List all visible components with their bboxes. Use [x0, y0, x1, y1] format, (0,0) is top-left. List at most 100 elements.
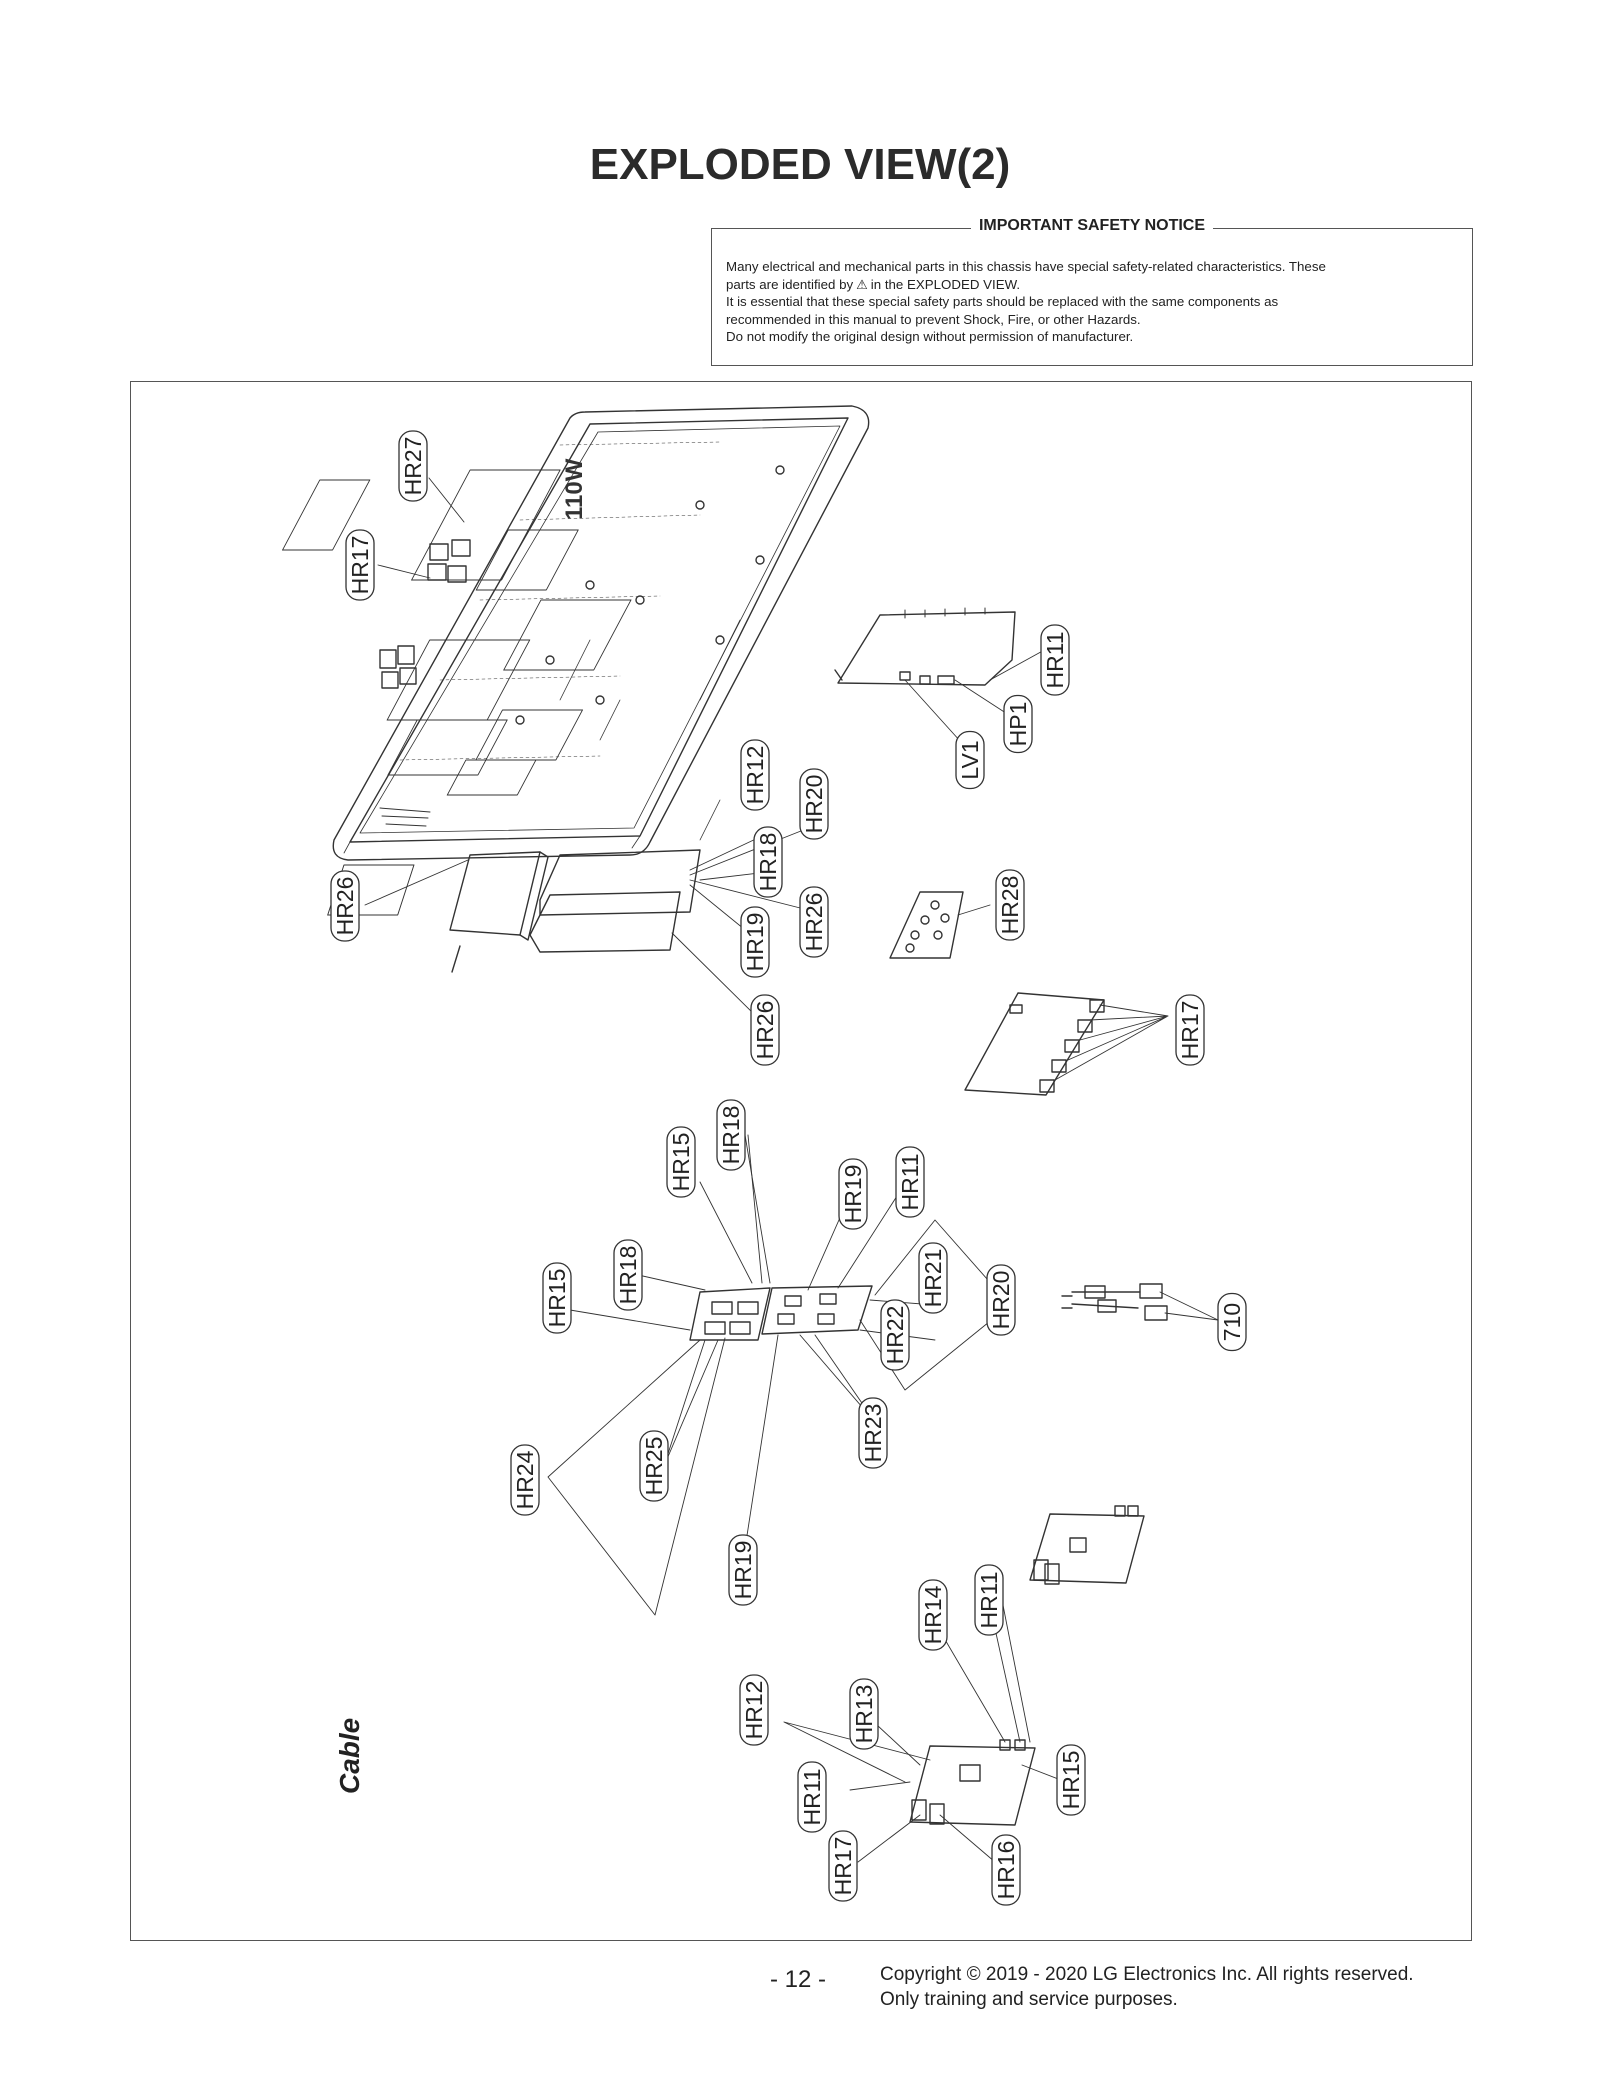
callout-text: HP1	[1005, 702, 1031, 747]
callout-pill	[753, 826, 783, 898]
callout-pill	[613, 1239, 643, 1311]
main-board	[834, 607, 1016, 686]
callout-710: 710	[1217, 1292, 1247, 1352]
callout-text: HR14	[920, 1585, 946, 1644]
callout-hr16: HR16	[991, 1834, 1021, 1906]
notice-line-2: parts are identified by⚠in the EXPLODED …	[726, 276, 1458, 294]
callout-text: HR17	[830, 1837, 856, 1896]
callout-pill	[991, 1834, 1021, 1906]
callout-text: HR17	[347, 536, 373, 595]
callout-pill	[799, 886, 829, 958]
callout-pill	[510, 1444, 540, 1516]
callout-hr11: HR11	[797, 1761, 827, 1833]
callout-hr21: HR21	[918, 1242, 948, 1314]
callout-text: HR20	[988, 1271, 1014, 1330]
callout-pill	[974, 1564, 1004, 1636]
callout-pill	[918, 1242, 948, 1314]
callout-text: HR26	[752, 1001, 778, 1060]
tuner-board	[964, 992, 1105, 1096]
middle-bracket-assembly	[689, 1285, 873, 1341]
notice-body: Many electrical and mechanical parts in …	[726, 258, 1458, 346]
cable-board-upper	[1029, 1505, 1145, 1585]
callout-hr20: HR20	[986, 1264, 1016, 1336]
callout-pill	[639, 1430, 669, 1502]
callout-text: HR17	[1177, 1001, 1203, 1060]
callout-hp1: HP1	[1003, 694, 1033, 754]
diagram-frame	[130, 381, 1472, 1941]
callout-pill	[838, 1158, 868, 1230]
callout-text: HR15	[668, 1133, 694, 1192]
callout-hr12: HR12	[739, 1674, 769, 1746]
callout-text: HR22	[882, 1306, 908, 1365]
power-supply-box	[327, 849, 701, 973]
power-connector-parts	[379, 539, 471, 689]
leader-lines	[364, 477, 1219, 1869]
callout-hr18: HR18	[753, 826, 783, 898]
notice-line-3: It is essential that these special safet…	[726, 294, 1279, 309]
callout-hr15: HR15	[542, 1262, 572, 1334]
callout-pill	[849, 1678, 879, 1750]
callout-hr28: HR28	[995, 869, 1025, 941]
callout-hr26: HR26	[750, 994, 780, 1066]
callout-hr26: HR26	[330, 870, 360, 942]
notice-line-2b: in the EXPLODED VIEW.	[870, 276, 1021, 292]
callout-pill	[828, 1830, 858, 1902]
notice-line-1: Many electrical and mechanical parts in …	[726, 259, 1326, 274]
callout-hr11: HR11	[895, 1146, 925, 1218]
callout-text: HR16	[993, 1841, 1019, 1900]
callout-hr13: HR13	[849, 1678, 879, 1750]
page-number: - 12 -	[770, 1966, 827, 1993]
callout-hr20: HR20	[799, 768, 829, 840]
callout-hr25: HR25	[639, 1430, 669, 1502]
callout-pill	[716, 1099, 746, 1171]
callout-pill	[858, 1397, 888, 1469]
callout-hr17: HR17	[345, 529, 375, 601]
callout-text: HR11	[1042, 631, 1068, 688]
callout-text: HR11	[897, 1153, 923, 1210]
callout-pill	[895, 1146, 925, 1218]
callout-text: HR28	[997, 876, 1023, 935]
cable-section-label: Cable	[334, 1718, 365, 1794]
callout-pill	[918, 1579, 948, 1651]
callout-pill	[986, 1264, 1016, 1336]
module-marking: 110W	[561, 458, 588, 520]
usage-note: Only training and service purposes.	[880, 1989, 1178, 2010]
page-title: EXPLODED VIEW(2)	[589, 140, 1011, 189]
callout-text: HR19	[840, 1165, 866, 1224]
callout-pill	[799, 768, 829, 840]
callout-hr11: HR11	[1040, 624, 1070, 696]
callout-hr26: HR26	[799, 886, 829, 958]
callout-pill	[666, 1126, 696, 1198]
chassis-back-cover	[281, 405, 870, 861]
callout-text: LV1	[957, 740, 983, 779]
callout-hr14: HR14	[918, 1579, 948, 1651]
callout-text: 710	[1219, 1303, 1245, 1341]
callout-text: HR26	[332, 877, 358, 936]
callout-pill	[1175, 994, 1205, 1066]
callout-pill	[542, 1262, 572, 1334]
callout-text: HR18	[718, 1106, 744, 1165]
callout-hr15: HR15	[666, 1126, 696, 1198]
callout-pill	[739, 1674, 769, 1746]
callout-text: HR27	[400, 437, 426, 496]
callout-pill	[740, 906, 770, 978]
callout-pill	[797, 1761, 827, 1833]
callout-pill	[330, 870, 360, 942]
callout-hr17: HR17	[828, 1830, 858, 1902]
callout-hr19: HR19	[838, 1158, 868, 1230]
callout-text: HR11	[976, 1571, 1002, 1628]
callout-pill	[1003, 694, 1033, 754]
callout-hr11: HR11	[974, 1564, 1004, 1636]
callout-pill	[345, 529, 375, 601]
copyright-text: Copyright © 2019 - 2020 LG Electronics I…	[880, 1964, 1414, 1985]
callout-hr19: HR19	[740, 906, 770, 978]
notice-line-4: recommended in this manual to prevent Sh…	[726, 311, 1141, 327]
notice-line-5: Do not modify the original design withou…	[726, 329, 1134, 344]
safety-notice-box: IMPORTANT SAFETY NOTICE Many electrical …	[711, 217, 1473, 366]
small-board-hr28	[889, 891, 964, 959]
callout-hr12: HR12	[740, 739, 770, 811]
callout-text: HR24	[512, 1450, 538, 1509]
callout-text: HR20	[801, 775, 827, 834]
